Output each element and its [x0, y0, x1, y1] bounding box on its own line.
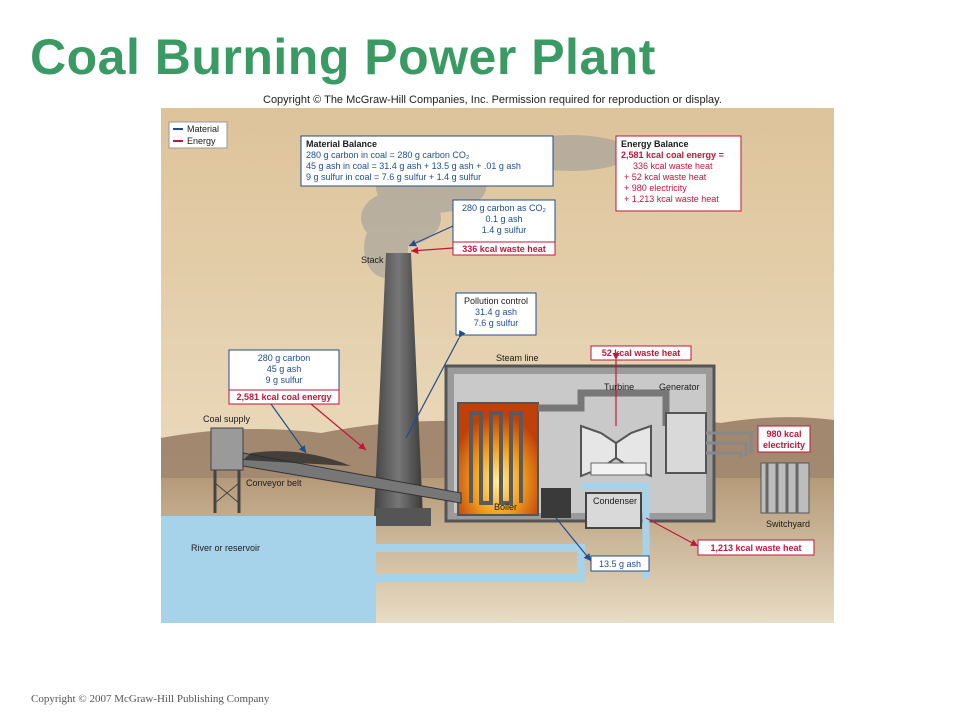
copyright-notice-top: Copyright © The McGraw-Hill Companies, I… — [263, 94, 722, 106]
stack-output-line-1: 280 g carbon as CO₂ — [462, 203, 547, 213]
energy-balance-box: Energy Balance 2,581 kcal coal energy = … — [615, 135, 742, 212]
material-balance-line-3: 9 g sulfur in coal = 7.6 g sulfur + 1.4 … — [306, 172, 481, 182]
label-boiler: Boiler — [494, 502, 517, 512]
legend-material-label: Material — [187, 124, 219, 134]
energy-balance-total: 2,581 kcal coal energy = — [621, 150, 724, 160]
conveyor-belt — [242, 452, 462, 504]
page-title: Coal Burning Power Plant — [30, 29, 656, 85]
coal-input-box: 280 g carbon 45 g ash 9 g sulfur 2,581 k… — [228, 349, 340, 405]
label-stack: Stack — [361, 255, 384, 265]
coal-energy: 2,581 kcal coal energy — [236, 392, 331, 402]
label-generator: Generator — [659, 382, 700, 392]
material-balance-box: Material Balance 280 g carbon in coal = … — [300, 135, 554, 187]
energy-balance-line-1: 336 kcal waste heat — [633, 161, 713, 171]
ash-13-5-box — [590, 555, 650, 572]
stack-output-box: 280 g carbon as CO₂ 0.1 g ash 1.4 g sulf… — [452, 199, 556, 256]
smokestack — [374, 253, 423, 518]
material-balance-line-1: 280 g carbon in coal = 280 g carbon CO₂ — [306, 150, 470, 160]
switchyard — [760, 462, 810, 514]
electricity-line-2: electricity — [763, 440, 805, 450]
legend: Material Energy — [168, 121, 228, 149]
label-switchyard: Switchyard — [766, 519, 810, 529]
label-steam-line: Steam line — [496, 353, 539, 363]
electricity-box — [757, 425, 811, 453]
pollution-control-line-2: 31.4 g ash — [475, 307, 517, 317]
waste-heat-1213: 1,213 kcal waste heat — [710, 543, 801, 553]
coal-input-line-1: 280 g carbon — [258, 353, 311, 363]
ash-hopper — [541, 488, 571, 518]
material-balance-line-2: 45 g ash in coal = 31.4 g ash + 13.5 g a… — [306, 161, 521, 171]
copyright-notice-bottom: Copyright © 2007 McGraw-Hill Publishing … — [31, 693, 270, 705]
boiler-tubes — [469, 411, 523, 505]
coal-supply-tower — [210, 427, 244, 513]
river — [161, 516, 376, 623]
energy-balance-heading: Energy Balance — [621, 139, 689, 149]
stack-output-line-3: 1.4 g sulfur — [482, 225, 527, 235]
pollution-control-line-3: 7.6 g sulfur — [474, 318, 519, 328]
pollution-control-box: Pollution control 31.4 g ash 7.6 g sulfu… — [455, 292, 537, 336]
waste-heat-52: 52 kcal waste heat — [602, 348, 681, 358]
condenser — [585, 492, 642, 529]
material-balance-heading: Material Balance — [306, 139, 377, 149]
energy-balance-line-4: + 1,213 kcal waste heat — [624, 194, 719, 204]
label-turbine: Turbine — [604, 382, 634, 392]
energy-balance-line-3: + 980 electricity — [624, 183, 687, 193]
ash-13-5: 13.5 g ash — [599, 559, 641, 569]
generator — [665, 412, 707, 474]
coal-input-line-2: 45 g ash — [267, 364, 302, 374]
legend-energy-label: Energy — [187, 136, 216, 146]
stack-waste-heat: 336 kcal waste heat — [462, 244, 546, 254]
label-river: River or reservoir — [191, 543, 260, 553]
pollution-control-line-1: Pollution control — [464, 296, 528, 306]
energy-balance-line-2: + 52 kcal waste heat — [624, 172, 707, 182]
power-plant-diagram: Material Energy Material Balance 280 g c… — [161, 108, 834, 623]
label-condenser: Condenser — [593, 496, 637, 506]
electricity-line-1: 980 kcal — [766, 429, 801, 439]
stack-output-line-2: 0.1 g ash — [485, 214, 522, 224]
cooling-water-pipe — [376, 544, 585, 582]
steam-line — [538, 389, 670, 426]
coal-input-line-3: 9 g sulfur — [265, 375, 302, 385]
waste-heat-1213-box — [697, 539, 815, 556]
label-conveyor-belt: Conveyor belt — [246, 478, 302, 488]
label-coal-supply: Coal supply — [203, 414, 251, 424]
